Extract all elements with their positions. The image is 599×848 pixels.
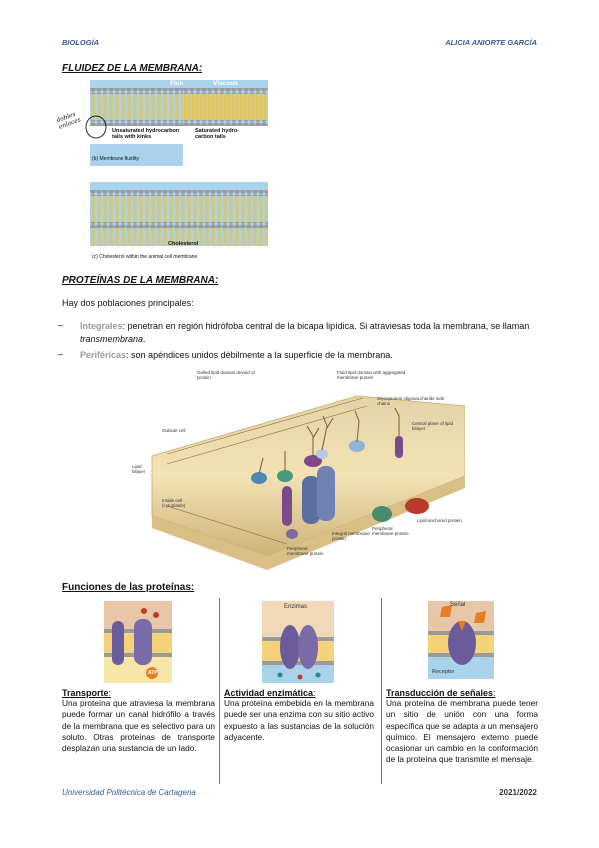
proteinas-intro: Hay dos poblaciones principales: <box>62 298 194 308</box>
label-gelled-domain: Gelled lipid domain devoid of protein <box>197 370 255 380</box>
cholesterol-label: Cholesterol <box>168 241 199 247</box>
viscous-membrane-svg <box>183 88 268 166</box>
heading-transporte: Transporte: <box>62 688 112 698</box>
viscous-panel-title: Viscous <box>213 80 238 87</box>
text-transporte: Una proteína que atraviesa la membrana p… <box>62 698 215 754</box>
term-integrales: Integrales <box>80 321 123 331</box>
signal-svg <box>428 605 494 679</box>
caption-cholesterol: (c) Cholesterol within the animal cell m… <box>92 254 198 260</box>
transport-svg <box>104 601 172 683</box>
header-author: ALICIA ANIORTE GARCÍA <box>445 38 537 47</box>
footer-university: Universidad Politécnica de Cartagena <box>62 788 196 797</box>
enzyme-image: Enzimas <box>262 601 334 683</box>
footer-year: 2021/2022 <box>499 788 537 797</box>
list-item-integrales: Integrales: penetran en región hidrófoba… <box>80 320 545 346</box>
section-title-funciones: Funciones de las proteínas: <box>62 582 195 593</box>
figure-viscous-panel: Viscous Saturated hydro-carbon tails <box>183 80 268 166</box>
receptor-label: Receptor <box>432 669 455 675</box>
text-transduccion: Una proteína de membrana puede tener un … <box>386 698 538 765</box>
label-central-plane: Central plane of lipid bilayer <box>412 421 454 431</box>
caption-membrane-fluidity: (b) Membrane fluidity <box>92 156 139 162</box>
column-transporte: Transporte: Una proteína que atraviesa l… <box>62 688 215 754</box>
transport-image: ATP <box>104 601 172 683</box>
cholesterol-membrane-svg <box>90 190 268 264</box>
bullet-dash: – <box>58 349 64 359</box>
figure-membrane-proteins: Gelled lipid domain devoid of protein Fl… <box>127 366 465 572</box>
column-transduccion: Transducción de señales: Una proteína de… <box>386 688 538 766</box>
label-peripheral-2: Peripheral membrane protein <box>372 526 409 536</box>
section-title-fluidez: FLUIDEZ DE LA MEMBRANA: <box>62 63 203 74</box>
enzimas-label: Enzimas <box>284 604 308 610</box>
figure-cholesterol: Cholesterol (c) Cholesterol within the a… <box>90 182 268 264</box>
label-lipid-anchored: Lipid-anchored protein <box>417 518 462 523</box>
label-fluid-domain: Fluid lipid domain with aggregated membr… <box>337 370 406 380</box>
integrales-text: : penetran en región hidrófoba central d… <box>122 321 530 331</box>
integrales-end: . <box>143 334 146 344</box>
column-actividad-enzimatica: Actividad enzimática: Una proteína embeb… <box>224 688 374 743</box>
atp-label: ATP <box>148 670 158 676</box>
unsaturated-label: Unsaturated hydrocarbon tails with kinks <box>112 128 180 140</box>
perifericas-text: : son apéndices unidos débilmente a la s… <box>126 350 393 360</box>
section-title-proteinas: PROTEÍNAS DE LA MEMBRANA: <box>62 275 219 286</box>
senal-label: Señal <box>450 602 466 608</box>
saturated-label: Saturated hydro-carbon tails <box>195 128 240 140</box>
label-outside-cell: Outside cell <box>162 428 186 433</box>
list-item-perifericas: Periféricas: son apéndices unidos débilm… <box>80 349 545 362</box>
bullet-dash: – <box>58 320 64 330</box>
integrales-italic: transmembrana <box>80 334 144 344</box>
term-perifericas: Periféricas <box>80 350 127 360</box>
label-inside-cell: Inside cell (cytoplasm) <box>162 498 186 508</box>
annotation-circle <box>85 115 107 139</box>
heading-transduccion: Transducción de señales: <box>386 688 496 698</box>
text-actividad-enzimatica: Una proteína embebida en la membrana pue… <box>224 698 374 742</box>
column-divider <box>219 598 220 784</box>
fluid-panel-title: Fluid <box>170 80 186 87</box>
label-integral: Integral membrane protein <box>332 531 370 541</box>
enzyme-svg <box>262 625 334 683</box>
label-lipid-bilayer: Lipid bilayer <box>132 464 146 474</box>
label-peripheral-1: Peripheral membrane protein <box>287 546 324 556</box>
label-glycoprotein: Glycoprotein oligosaccharide side chains <box>377 396 445 406</box>
membrane-proteins-svg <box>151 395 465 570</box>
header-subject: BIOLOGÍA <box>62 38 100 47</box>
heading-actividad-enzimatica: Actividad enzimática: <box>224 688 316 698</box>
signal-image: Señal Receptor <box>428 601 494 679</box>
column-divider <box>381 598 382 784</box>
